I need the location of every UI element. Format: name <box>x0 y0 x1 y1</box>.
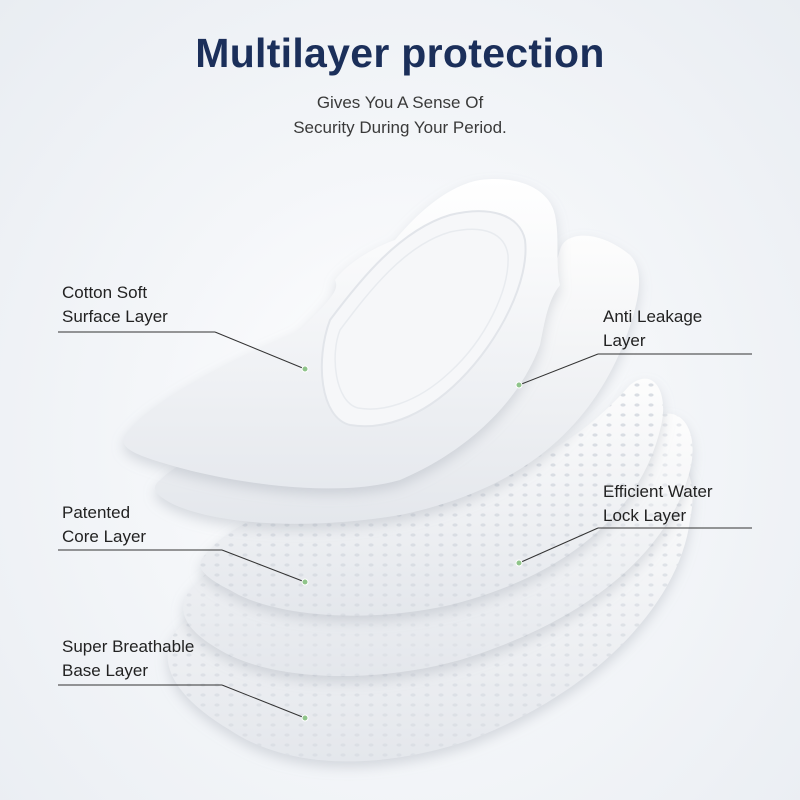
marker-base <box>301 714 309 722</box>
label-water-lock-line-2: Lock Layer <box>603 506 687 525</box>
label-water-lock-line-1: Efficient Water <box>603 482 713 501</box>
label-base-line-2: Base Layer <box>62 661 148 680</box>
leader-line-core-diag <box>221 549 306 583</box>
leader-line-surface-diag <box>214 331 306 370</box>
label-anti-leakage-line-1: Anti Leakage <box>603 307 703 326</box>
label-surface-layer: Cotton Soft Surface Layer <box>62 281 168 329</box>
label-anti-leakage-line-2: Layer <box>603 331 646 350</box>
label-base-layer: Super Breathable Base Layer <box>62 635 194 683</box>
marker-surface <box>301 365 309 373</box>
marker-anti-leakage <box>515 381 523 389</box>
label-core-layer: Patented Core Layer <box>62 501 146 549</box>
leader-line-anti-leakage-diag <box>518 353 599 386</box>
page-title: Multilayer protection <box>195 30 605 76</box>
marker-water-lock <box>515 559 523 567</box>
label-surface-line-1: Cotton Soft <box>62 283 148 302</box>
leader-line-water-lock-diag <box>518 527 599 564</box>
label-anti-leakage-layer: Anti Leakage Layer <box>603 305 702 353</box>
subtitle-line-2: Security During Your Period. <box>293 118 507 137</box>
label-core-line-1: Patented <box>62 503 131 522</box>
surface-layer-shape <box>123 179 560 489</box>
label-surface-line-2: Surface Layer <box>62 307 168 326</box>
label-water-lock-layer: Efficient Water Lock Layer <box>603 480 713 528</box>
subtitle-line-1: Gives You A Sense Of <box>316 93 484 112</box>
leader-line-base-diag <box>221 684 306 719</box>
label-base-line-1: Super Breathable <box>62 637 195 656</box>
label-core-line-2: Core Layer <box>62 527 147 546</box>
marker-core <box>301 578 309 586</box>
